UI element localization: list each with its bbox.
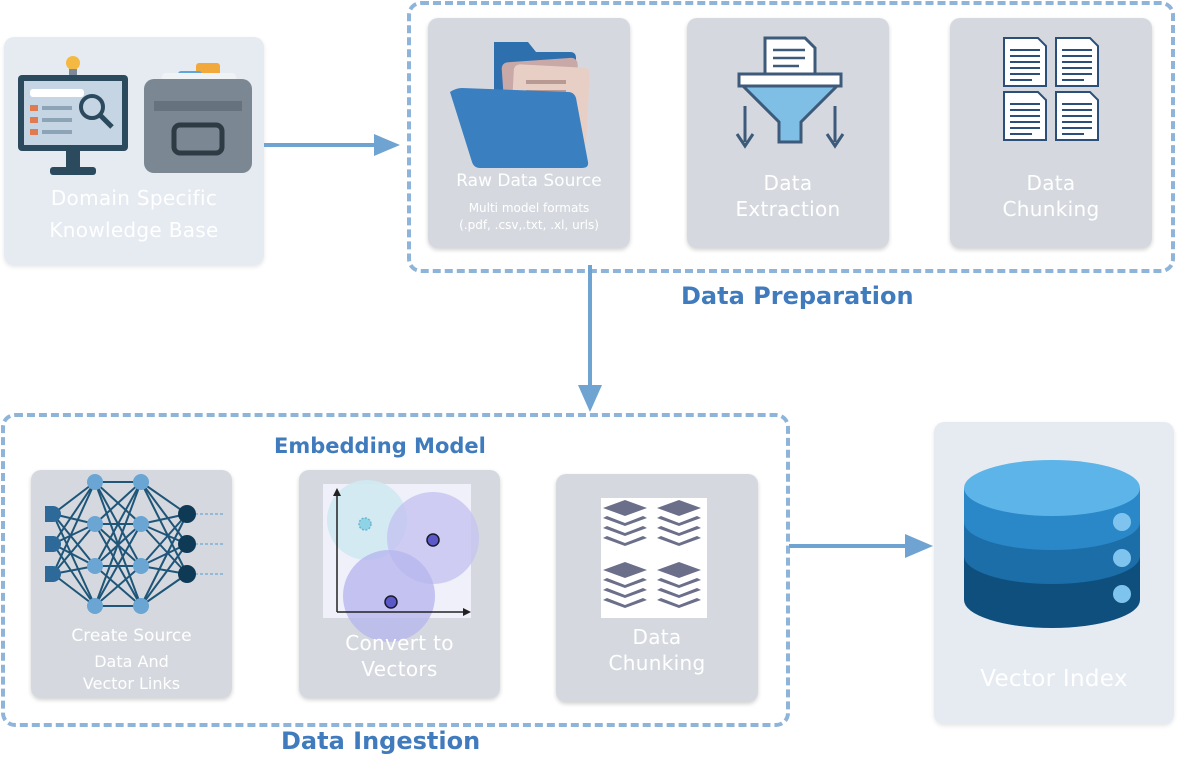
stacked-layers-icon xyxy=(601,498,707,618)
data-chunking-top-line2: Chunking xyxy=(1002,197,1100,221)
raw-data-source-card: Raw Data Source Multi model formats (.pd… xyxy=(428,18,630,248)
arrow-to-data-ingestion xyxy=(578,265,602,412)
knowledge-base-title-line2: Knowledge Base xyxy=(49,218,219,242)
data-preparation-label: Data Preparation xyxy=(681,282,914,310)
data-extraction-line2: Extraction xyxy=(735,197,841,221)
folder-icon xyxy=(450,42,590,168)
vector-index-card: Vector Index xyxy=(934,422,1174,724)
source-vector-links-line2: Data And xyxy=(94,652,169,671)
data-ingestion-group xyxy=(1,413,790,727)
database-icon xyxy=(964,460,1140,628)
convert-vectors-card: Convert to Vectors xyxy=(299,470,500,698)
neural-network-icon xyxy=(45,474,225,614)
raw-data-source-sub2: (.pdf, .csv,.txt, .xl, urls) xyxy=(459,218,599,232)
raw-data-source-sub1: Multi model formats xyxy=(468,201,590,215)
arrow-to-data-preparation xyxy=(264,134,400,156)
source-vector-links-line1: Create Source xyxy=(71,626,192,646)
knowledge-base-title-line1: Domain Specific xyxy=(50,186,218,210)
data-ingestion-label: Data Ingestion xyxy=(281,727,481,755)
convert-vectors-line1: Convert to xyxy=(345,631,454,655)
monitor-search-icon xyxy=(18,56,128,175)
arrow-to-vector-index xyxy=(789,534,933,558)
data-chunking-bottom-line2: Chunking xyxy=(608,651,706,675)
vector-index-label: Vector Index xyxy=(980,666,1128,692)
vector-space-icon xyxy=(323,480,479,642)
data-preparation-group xyxy=(407,1,1175,273)
convert-vectors-line2: Vectors xyxy=(361,657,438,681)
documents-grid-icon xyxy=(1003,37,1099,141)
data-chunking-card-top: Data Chunking xyxy=(950,18,1152,248)
source-vector-links-line3: Vector Links xyxy=(82,674,181,693)
funnel-filter-icon xyxy=(735,36,845,149)
source-vector-links-card: Create Source Data And Vector Links xyxy=(31,470,232,698)
data-chunking-top-line1: Data xyxy=(1026,171,1076,195)
embedding-model-label: Embedding Model xyxy=(274,434,486,458)
knowledge-base-card: Domain Specific Knowledge Base xyxy=(4,37,264,265)
data-extraction-card: Data Extraction xyxy=(687,18,889,248)
data-extraction-line1: Data xyxy=(763,171,813,195)
data-chunking-card-bottom: Data Chunking xyxy=(556,474,758,702)
data-chunking-bottom-line1: Data xyxy=(632,625,682,649)
raw-data-source-title: Raw Data Source xyxy=(456,171,602,191)
file-cabinet-icon xyxy=(144,63,252,173)
